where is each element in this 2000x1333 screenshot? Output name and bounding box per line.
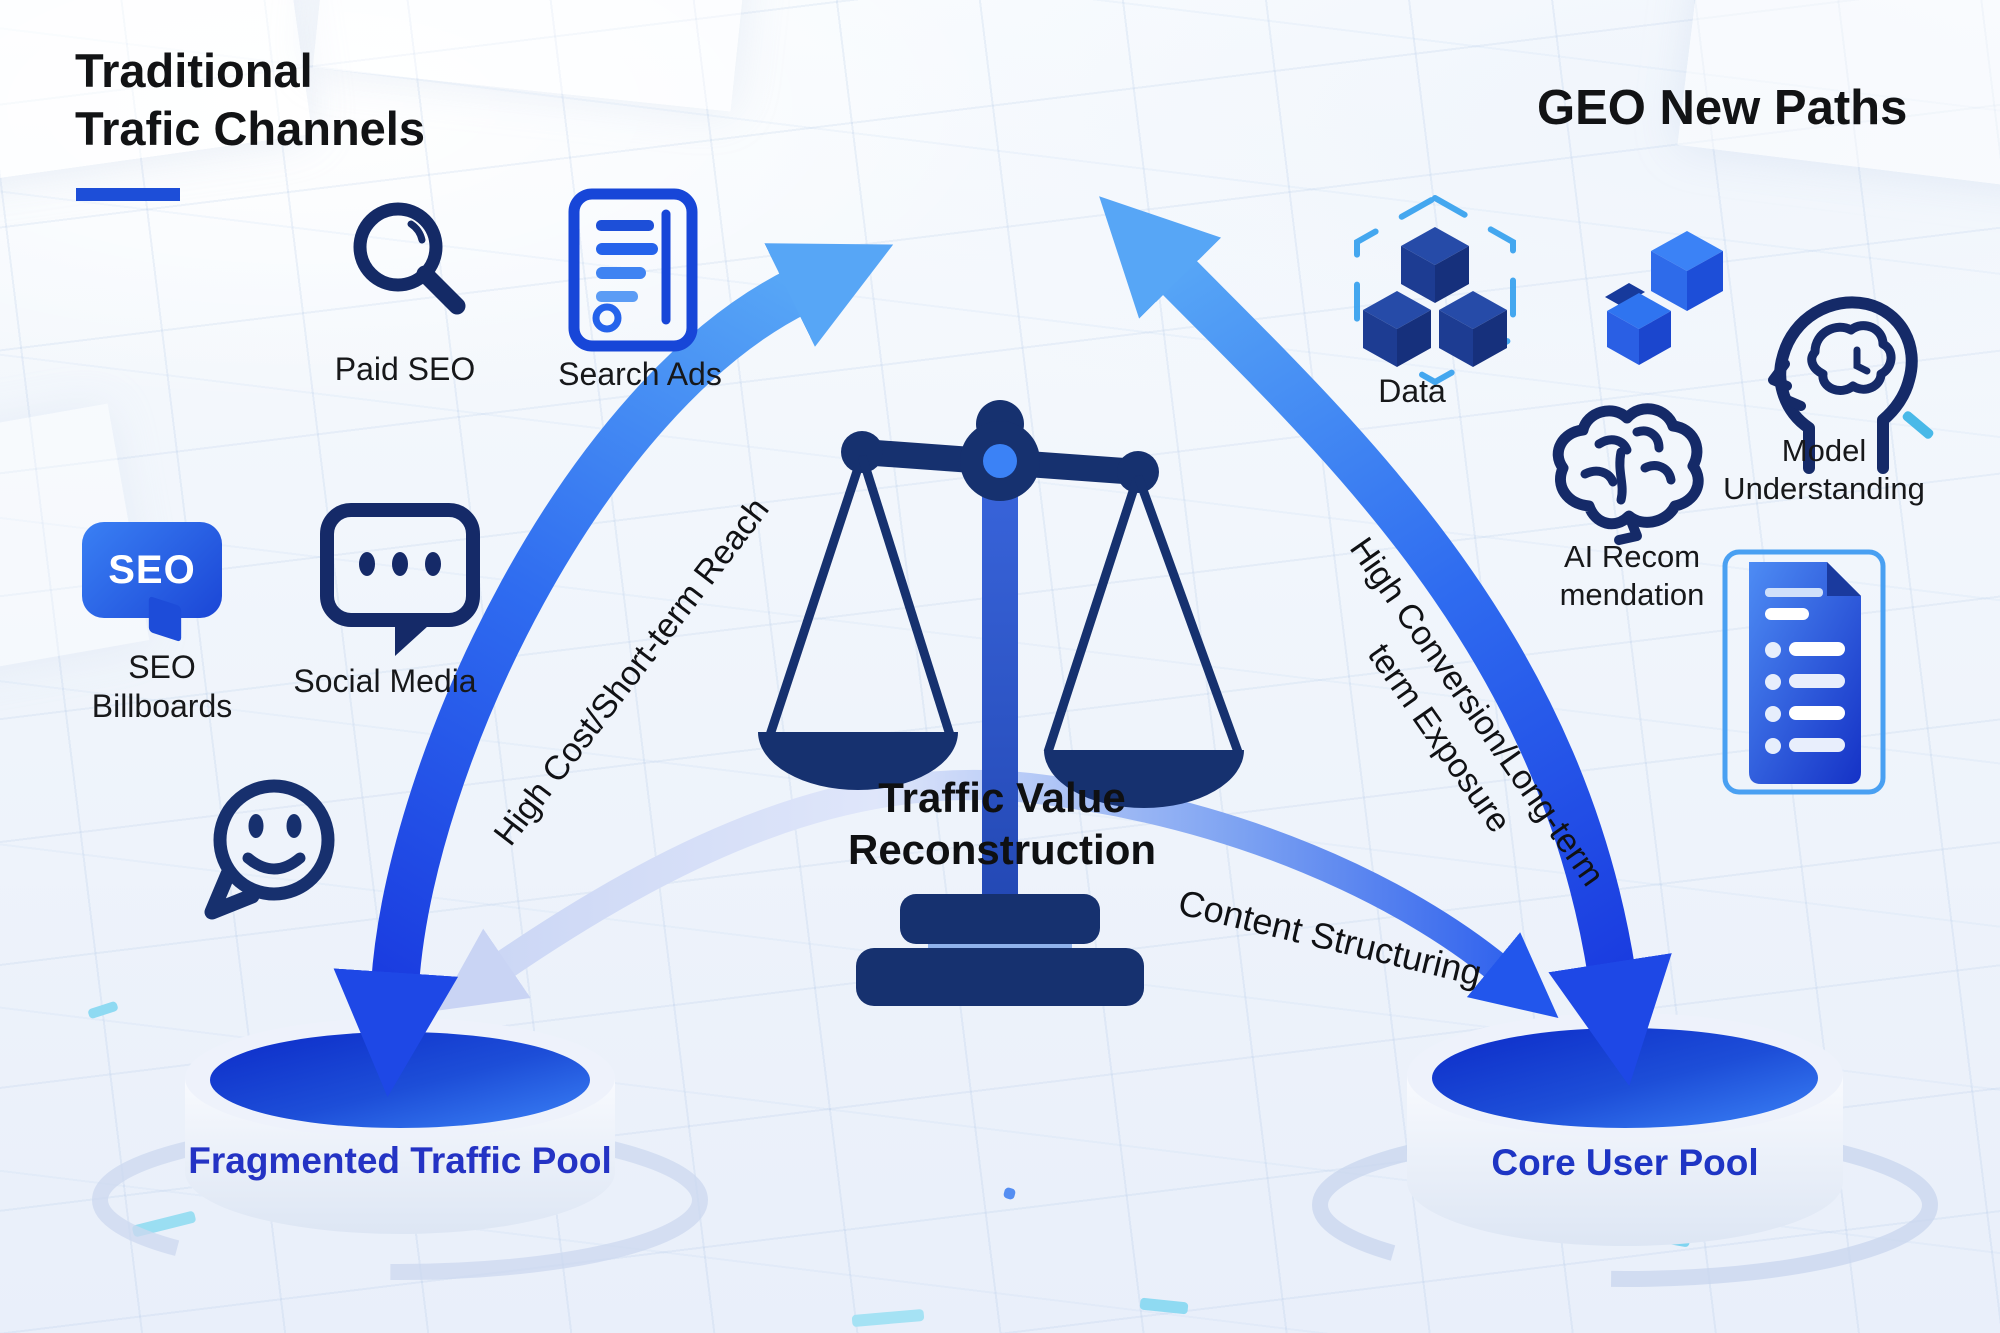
brain-icon <box>1552 403 1704 545</box>
left-title: Traditional Trafic Channels <box>75 42 425 158</box>
seo-bubble-text: SEO <box>108 547 196 592</box>
chat-bubble-icon <box>320 503 480 656</box>
document-list-icon <box>1722 549 1886 795</box>
head-brain-icon <box>1768 296 1918 474</box>
left-title-line2: Trafic Channels <box>75 102 425 155</box>
geo-channel-arrow <box>1099 196 1672 1086</box>
fragmented-traffic-pool-label: Fragmented Traffic Pool <box>188 1140 612 1181</box>
document-ad-icon <box>568 188 698 352</box>
seo-speech-bubble-icon: SEO <box>82 522 222 618</box>
seo-billboards-label: SEO Billboards <box>91 649 233 725</box>
core-user-pool-label: Core User Pool <box>1491 1142 1759 1183</box>
traffic-value-label: Traffic Value Reconstruction <box>847 774 1157 873</box>
data-label: Data <box>1378 373 1446 409</box>
left-title-line1: Traditional <box>75 44 313 97</box>
balance-scale-icon <box>758 400 1244 1006</box>
core-user-pool <box>1407 1013 1843 1246</box>
right-title: GEO New Paths <box>1537 81 1908 135</box>
ai-recommendation-label: AI Recom mendation <box>1559 539 1705 612</box>
traditional-channel-arrow <box>333 243 894 1098</box>
search-ads-label: Search Ads <box>558 356 722 392</box>
pivot-dot <box>983 444 1017 478</box>
left-pool-ring <box>92 1120 708 1280</box>
model-understanding-label: Model Understanding <box>1723 433 1925 506</box>
stacked-cubes-icon <box>1605 231 1723 365</box>
right-pool-ring <box>1312 1123 1938 1287</box>
magnifier-icon <box>353 202 466 315</box>
fragmented-traffic-pool <box>185 1018 615 1234</box>
social-media-label: Social Media <box>293 663 477 699</box>
paid-seo-label: Paid SEO <box>334 351 476 387</box>
title-underline <box>76 188 180 201</box>
smiley-chat-icon <box>204 779 335 920</box>
